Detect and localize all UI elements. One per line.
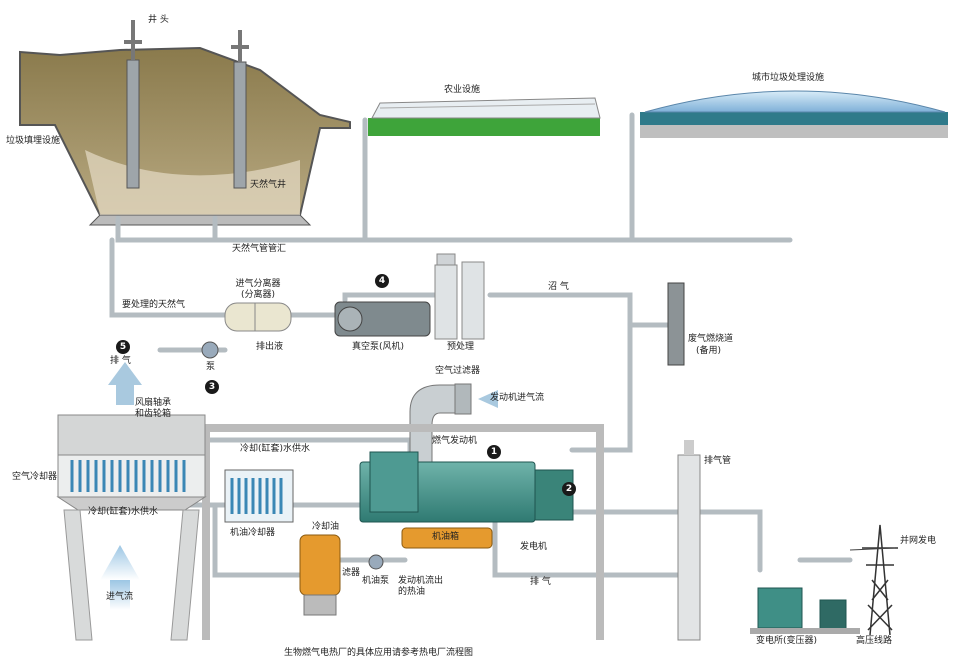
hv-tower [862, 524, 898, 636]
label-oil-cooler: 机油冷却器 [230, 528, 276, 538]
label-well-head: 井 头 [148, 15, 169, 25]
air-cooler [56, 414, 207, 641]
label-exhaust-bottom: 排 气 [530, 577, 551, 587]
label-gear-box: 和齿轮箱 [135, 409, 172, 419]
marker-5: 5 [116, 340, 130, 354]
label-substation: 变电所(变压器) [756, 636, 818, 646]
label-fan-bearing: 风扇轴承 [135, 398, 172, 408]
label-grid: 并网发电 [900, 536, 937, 546]
gas-separator [201, 302, 292, 359]
city-waste-facility [640, 90, 948, 138]
label-pretreat: 预处理 [447, 342, 475, 352]
label-filter: 滤器 [342, 568, 361, 578]
label-oil-tank: 机油箱 [432, 532, 460, 542]
label-gas-well: 天然气井 [250, 180, 287, 190]
label-engine-intake: 发动机进气流 [490, 393, 545, 403]
air-filter [409, 383, 498, 463]
label-cool-return: 冷却(缸套)水供水 [88, 507, 159, 517]
label-exhaust-top: 排 气 [110, 356, 131, 366]
exhaust-stack [677, 440, 701, 641]
label-air-filter: 空气过滤器 [435, 366, 481, 376]
label-vacuum-pump: 真空泵(风机) [351, 342, 405, 352]
plant-frame [202, 424, 604, 640]
label-flare: 废气燃烧道 [688, 334, 734, 344]
label-hv-line: 高压线路 [856, 636, 893, 646]
label-gas-manifold: 天然气管管汇 [232, 244, 287, 254]
agriculture-facility [368, 97, 601, 136]
label-engine-hot-oil2: 的热油 [398, 587, 426, 597]
gas-engine [359, 451, 574, 549]
marker-1: 1 [487, 445, 501, 459]
label-intake-air: 进气流 [106, 592, 134, 602]
label-flare-sub: (备用) [696, 346, 722, 356]
label-separator-sub: (分离器) [240, 290, 276, 300]
label-air-cooler: 空气冷却器 [12, 472, 58, 482]
label-caption: 生物燃气电热厂的具体应用请参考热电厂流程图 [284, 648, 474, 658]
grid-line [849, 547, 896, 551]
label-engine-hot-oil: 发动机流出 [398, 576, 444, 586]
label-generator: 发电机 [520, 542, 548, 552]
flare-stack [667, 282, 685, 366]
oil-filter-tank [299, 534, 384, 616]
marker-4: 4 [375, 274, 389, 288]
marker-2: 2 [562, 482, 576, 496]
vacuum-pump [334, 301, 431, 337]
marker-3: 3 [205, 380, 219, 394]
label-oil-pump: 机油泵 [362, 576, 390, 586]
gas-wells [124, 20, 249, 189]
landfill-pit [19, 46, 351, 226]
label-separator: 进气分离器 [235, 279, 281, 289]
label-landfill: 垃圾填埋设施 [6, 136, 61, 146]
oil-cooler [224, 469, 294, 523]
label-gas-to-treat: 要处理的天然气 [122, 300, 186, 310]
exhaust-up-arrow [108, 362, 142, 385]
pretreatment-towers [434, 253, 485, 340]
label-cooling-oil: 冷却油 [312, 522, 340, 532]
label-pump: 泵 [206, 362, 216, 372]
substation [750, 587, 860, 634]
label-agriculture: 农业设施 [444, 85, 481, 95]
label-gas-engine: 燃气发动机 [432, 436, 478, 446]
label-biogas: 沼 气 [548, 282, 569, 292]
label-city-waste: 城市垃圾处理设施 [752, 73, 825, 83]
label-exhaust-pipe: 排气管 [704, 456, 732, 466]
label-cool-supply: 冷却(缸套)水供水 [240, 444, 311, 454]
label-drain: 排出液 [256, 342, 284, 352]
